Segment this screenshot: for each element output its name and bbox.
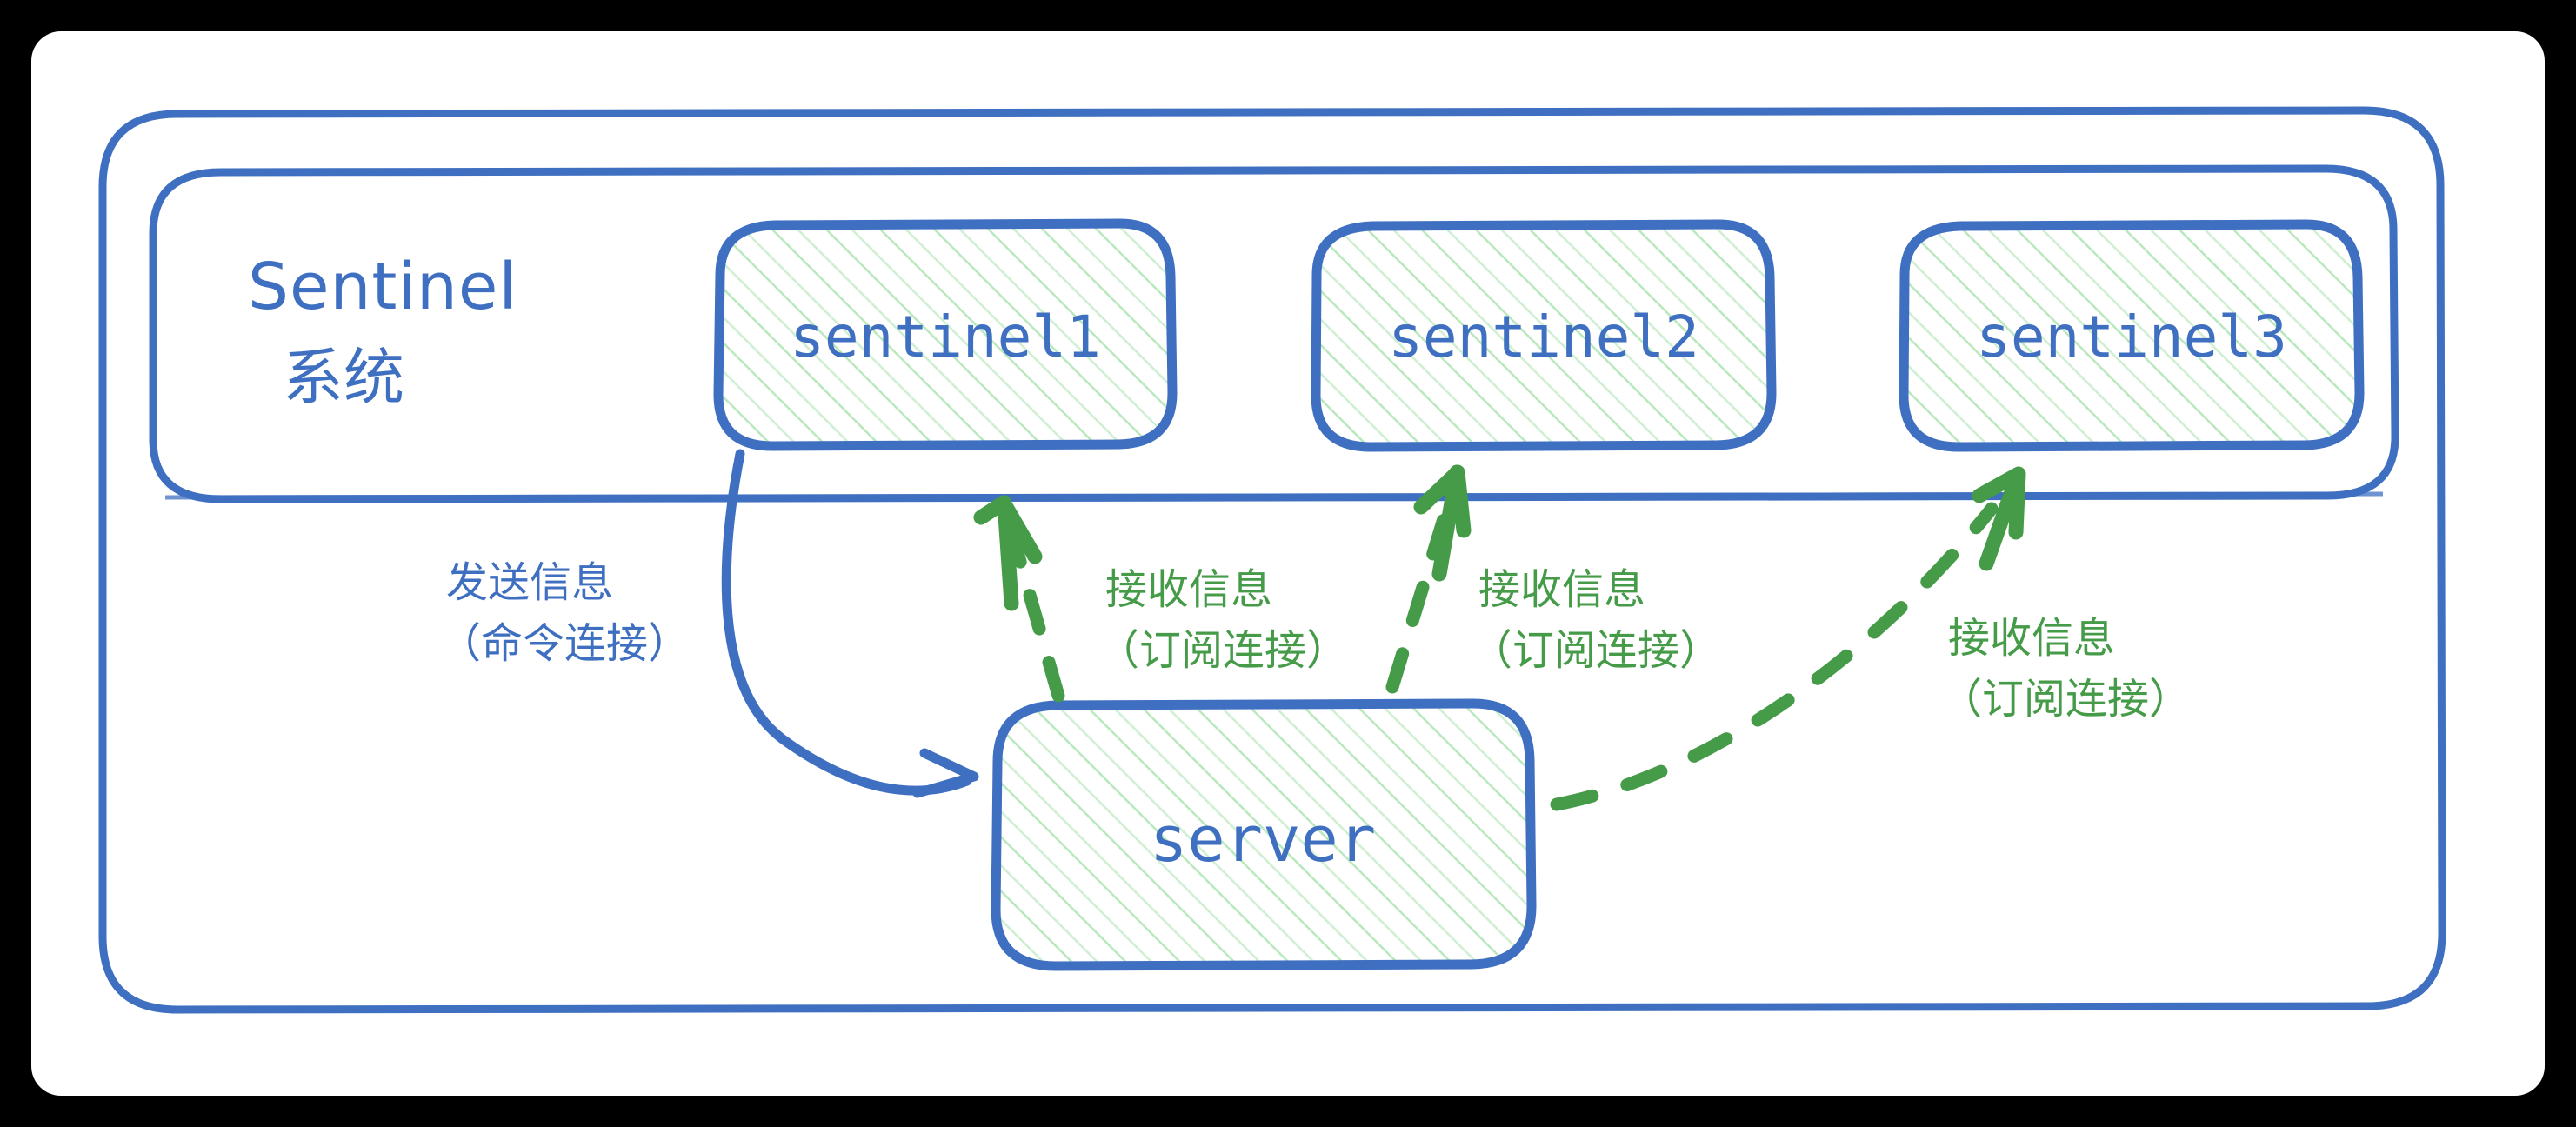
edge-sub-connection-3-label-line2: （订阅连接） [1940,675,2191,724]
node-sentinel2-label: sentinel2 [1388,303,1699,370]
edge-sub-connection-2-label-line2: （订阅连接） [1471,626,1721,675]
group-title-en: Sentinel [248,250,517,324]
edge-sub-connection-2 [1385,464,1472,694]
node-sentinel2[interactable]: sentinel2 [1311,219,1777,452]
edge-sub-connection-1 [973,495,1065,703]
edge-sub-connection-3 [1550,466,2026,811]
edge-cmd-connection-label-line2: （命令连接） [439,619,690,668]
node-sentinel3[interactable]: sentinel3 [1899,219,2365,452]
edge-cmd-connection [721,449,979,798]
node-sentinel3-label: sentinel3 [1976,303,2287,370]
node-sentinel1-label: sentinel1 [790,303,1101,370]
edge-sub-connection-1-label-line2: （订阅连接） [1098,626,1348,675]
edge-sub-connection-2-label-line1: 接收信息 [1478,565,1645,614]
edge-sub-connection-3-label-line1: 接收信息 [1948,614,2115,663]
node-server-label: server [1150,803,1376,876]
node-sentinel1[interactable]: sentinel1 [713,218,1178,451]
edge-sub-connection-1-label-line1: 接收信息 [1105,565,1272,614]
outer-container-frame [98,106,2446,1014]
node-server[interactable]: server [991,698,1537,971]
edge-cmd-connection-label-line1: 发送信息 [446,558,613,607]
group-title-zh: 系统 [283,342,404,413]
